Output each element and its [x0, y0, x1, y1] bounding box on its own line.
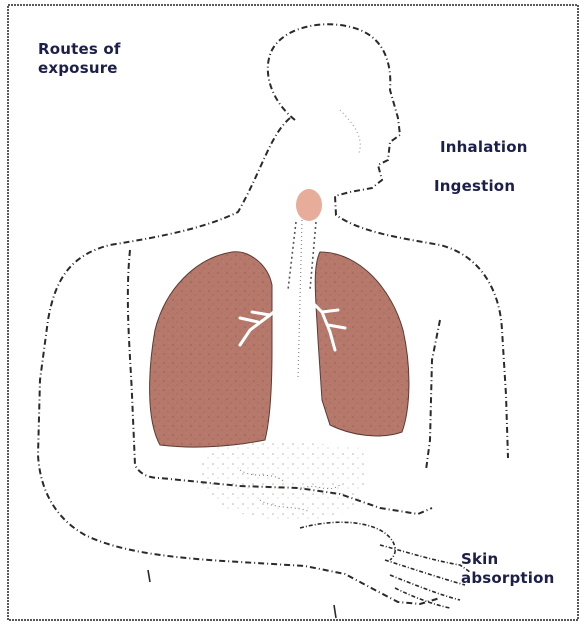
inhalation-label: Inhalation	[440, 138, 528, 157]
throat-region	[296, 189, 322, 221]
base-mark-left	[148, 570, 150, 582]
mediastinum	[283, 300, 295, 360]
ingestion-label: Ingestion	[434, 177, 515, 196]
abdomen-region	[201, 442, 368, 520]
skin-absorption-label: Skin absorption	[461, 550, 555, 588]
esophagus	[298, 220, 302, 380]
diagram-title: Routes of exposure	[38, 40, 121, 78]
base-mark-right	[334, 605, 336, 618]
nasal-airway	[340, 110, 360, 155]
torso-side	[426, 320, 440, 470]
